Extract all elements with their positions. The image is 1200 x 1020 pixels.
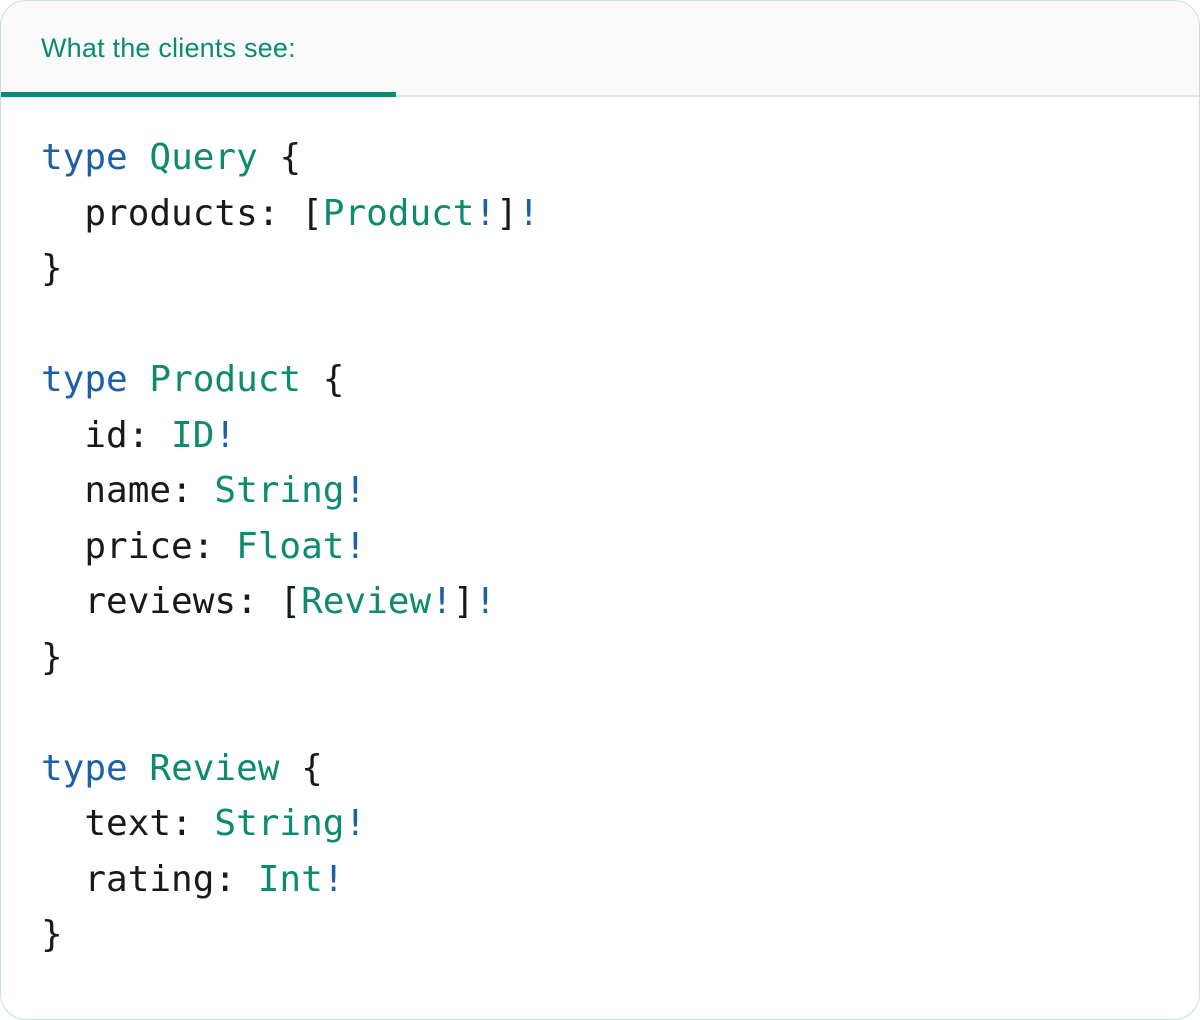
code-token-typename: Review: [301, 581, 432, 622]
code-token-keyword: !: [474, 192, 497, 234]
code-line: }: [41, 907, 1159, 963]
code-token-typename: Query: [149, 137, 258, 178]
code-token-plain: products: [: [41, 192, 323, 234]
code-line: rating: Int!: [41, 852, 1159, 908]
code-token-keyword: !: [344, 803, 367, 844]
code-line: [41, 297, 1159, 353]
code-token-plain: reviews: [: [41, 581, 302, 622]
code-line: type Product {: [41, 352, 1159, 408]
code-token-plain: id:: [41, 414, 172, 456]
code-token-typename: ID: [171, 414, 215, 456]
code-line: products: [Product!]!: [41, 186, 1159, 242]
code-token-plain: text:: [41, 803, 215, 844]
code-line: reviews: [Review!]!: [41, 574, 1159, 630]
tab-bar: What the clients see:: [1, 1, 1199, 97]
code-token-plain: [128, 748, 150, 789]
code-token-keyword: !: [322, 858, 345, 900]
code-token-typename: Int: [257, 858, 323, 900]
code-token-keyword: !: [474, 581, 497, 622]
code-token-keyword: !: [431, 581, 453, 622]
code-line: type Query {: [41, 130, 1159, 186]
code-token-typename: String: [214, 470, 345, 511]
code-token-plain: price:: [41, 525, 237, 567]
code-token-plain: }: [41, 636, 63, 678]
code-line: id: ID!: [41, 408, 1159, 464]
code-token-plain: rating:: [41, 858, 258, 900]
code-token-plain: [128, 359, 150, 400]
code-block: type Query { products: [Product!]!} type…: [1, 97, 1199, 963]
code-token-plain: ]: [496, 192, 518, 234]
code-token-keyword: !: [344, 525, 367, 567]
code-line: }: [41, 630, 1159, 686]
code-line: }: [41, 241, 1159, 297]
active-tab-underline: [1, 92, 396, 97]
code-token-plain: [128, 137, 150, 178]
code-line: name: String!: [41, 463, 1159, 519]
code-token-typename: Float: [236, 525, 345, 567]
code-token-keyword: type: [41, 137, 128, 178]
code-token-plain: }: [41, 248, 63, 289]
code-token-keyword: !: [214, 414, 237, 456]
code-line: type Review {: [41, 741, 1159, 797]
code-token-typename: Review: [149, 747, 280, 789]
tab-label: What the clients see:: [41, 32, 296, 63]
code-line: text: String!: [41, 796, 1159, 852]
code-token-typename: Product: [322, 192, 475, 234]
code-token-keyword: !: [517, 192, 540, 234]
code-token-plain: {: [257, 137, 302, 178]
code-token-plain: {: [279, 747, 323, 789]
code-token-plain: ]: [452, 581, 475, 622]
code-token-typename: Product: [149, 359, 302, 400]
code-token-keyword: type: [41, 359, 128, 400]
code-token-keyword: !: [344, 470, 367, 511]
code-token-keyword: type: [41, 747, 128, 789]
code-line: [41, 685, 1159, 741]
code-token-plain: {: [301, 359, 345, 400]
code-line: price: Float!: [41, 519, 1159, 575]
code-token-plain: }: [41, 914, 63, 955]
code-token-typename: String: [214, 803, 345, 844]
code-token-plain: name:: [41, 470, 215, 511]
tab-what-clients-see[interactable]: What the clients see:: [1, 1, 336, 95]
